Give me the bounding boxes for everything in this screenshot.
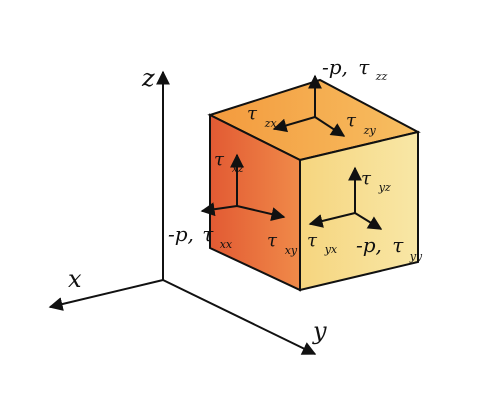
cube-right-face bbox=[299, 130, 419, 292]
right-normal-label: -p, τ yy bbox=[356, 233, 423, 263]
left-normal-stress-arrow bbox=[200, 202, 238, 217]
top-zy-label: τ zy bbox=[346, 110, 376, 137]
left-xy-shear-arrow bbox=[236, 205, 286, 221]
right-normal-stress-arrow bbox=[354, 212, 383, 230]
top-zx-label: τ zx bbox=[247, 103, 277, 130]
right-yx-shear-arrow bbox=[308, 212, 356, 228]
x-axis-label: x bbox=[68, 265, 82, 293]
right-yz-label: τ yz bbox=[361, 168, 391, 194]
top-normal-label: -p, τ zz bbox=[322, 55, 388, 83]
y-axis-line bbox=[162, 279, 317, 355]
top-zx-shear-arrow bbox=[272, 116, 316, 133]
z-axis-label: z bbox=[141, 64, 155, 92]
left-xy-label: τ xy bbox=[267, 230, 298, 257]
x-axis-line bbox=[48, 279, 164, 311]
y-axis-label: y bbox=[312, 317, 327, 345]
top-zy-shear-arrow bbox=[314, 116, 346, 137]
left-xz-label: τ xz bbox=[214, 149, 244, 175]
right-yx-label: τ yx bbox=[307, 230, 338, 256]
left-normal-label: -p, τ xx bbox=[168, 222, 233, 251]
